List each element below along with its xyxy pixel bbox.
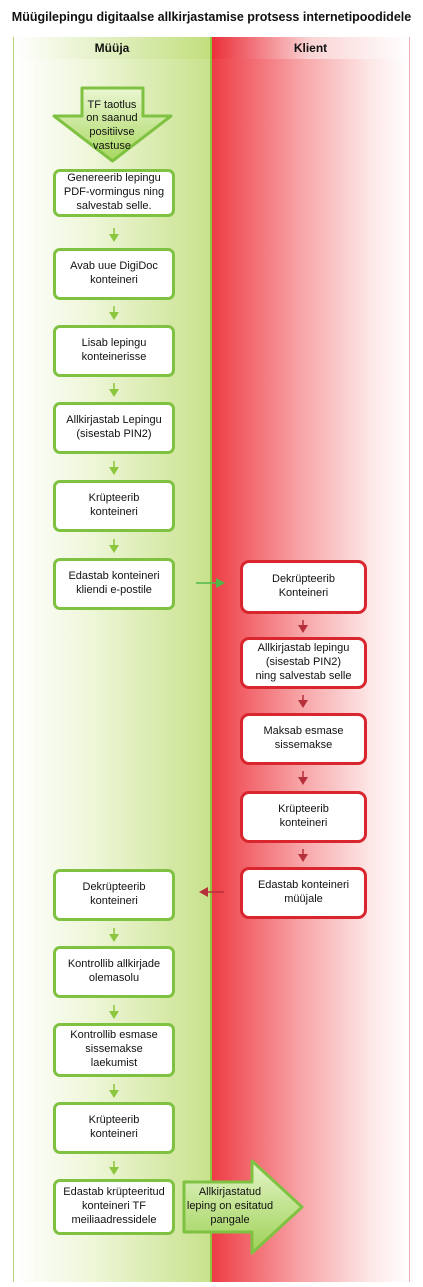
step-check-signatures: Kontrollib allkirjade olemasolu — [53, 946, 175, 998]
arrow-down-icon — [109, 461, 119, 475]
seller-lane-header: Müüja — [14, 37, 210, 59]
step-client-encrypt: Krüpteerib konteineri — [240, 791, 367, 843]
arrow-down-icon — [109, 1084, 119, 1098]
client-lane-header: Klient — [212, 37, 409, 59]
arrow-down-icon — [298, 620, 308, 633]
step-check-payment: Kontrollib esmase sissemakse laekumist — [53, 1023, 175, 1077]
arrow-down-icon — [109, 928, 119, 942]
arrow-down-icon — [109, 539, 119, 553]
arrow-down-icon — [298, 771, 308, 785]
arrow-down-icon — [109, 383, 119, 397]
end-node: Allkirjastatud leping on esitatud pangal… — [184, 1184, 276, 1230]
step-generate-pdf: Genereerib lepingu PDF-vormingus ning sa… — [53, 169, 175, 217]
step-sign-contract: Allkirjastab Lepingu (sisestab PIN2) — [53, 402, 175, 454]
step-send-to-client: Edastab konteineri kliendi e-postile — [53, 558, 175, 610]
start-node: TF taotlus on saanud positiivse vastuse — [80, 97, 144, 155]
start-arrow-shape — [52, 86, 173, 163]
step-add-contract: Lisab lepingu konteinerisse — [53, 325, 175, 377]
red-down-arrows — [298, 620, 308, 862]
step-seller-decrypt: Dekrüpteerib konteineri — [53, 869, 175, 921]
arrow-down-icon — [109, 306, 119, 320]
end-arrow-shape — [182, 1159, 304, 1255]
arrow-down-icon — [109, 228, 119, 242]
page-title: Müügilepingu digitaalse allkirjastamise … — [11, 10, 412, 24]
step-client-sign: Allkirjastab lepingu (sisestab PIN2) nin… — [240, 637, 367, 689]
step-client-decrypt: Dekrüpteerib Konteineri — [240, 560, 367, 614]
arrow-down-icon — [109, 1005, 119, 1019]
step-seller-encrypt: Krüpteerib konteineri — [53, 1102, 175, 1154]
step-open-digidoc: Avab uue DigiDoc konteineri — [53, 248, 175, 300]
green-down-arrows — [109, 228, 119, 1175]
step-client-pay: Maksab esmase sissemakse — [240, 713, 367, 765]
step-client-send-back: Edastab konteineri müüjale — [240, 867, 367, 919]
arrow-down-icon — [298, 695, 308, 708]
arrow-right-icon — [196, 578, 225, 588]
end-text: Allkirjastatud leping on esitatud pangal… — [186, 1186, 274, 1226]
step-encrypt-container: Krüpteerib konteineri — [53, 480, 175, 532]
step-send-to-tf: Edastab krüpteeritud konteineri TF meili… — [53, 1179, 175, 1235]
arrow-down-icon — [109, 1161, 119, 1175]
arrow-left-icon — [199, 887, 224, 897]
arrow-down-icon — [298, 849, 308, 862]
start-text: TF taotlus on saanud positiivse vastuse — [86, 98, 138, 152]
